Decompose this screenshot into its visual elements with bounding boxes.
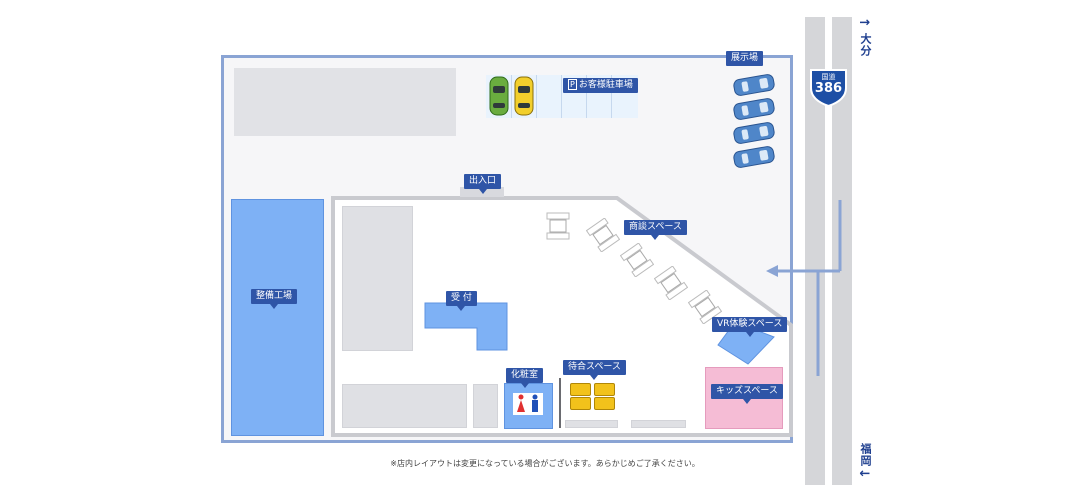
sofa-icon	[594, 383, 615, 396]
interior-room	[342, 384, 467, 428]
waiting-space-label: 待合スペース	[563, 360, 626, 380]
road-median	[825, 17, 832, 485]
north-destination-label: 大分	[859, 33, 872, 57]
showroom-lot-label: 展示場	[726, 51, 764, 66]
restroom-label: 化粧室	[506, 368, 544, 388]
north-arrow-icon: ↑	[856, 17, 871, 29]
route-number: 386	[814, 81, 843, 96]
kids-space-label: キッズスペース	[711, 384, 783, 404]
workshop-label: 整備工場	[251, 289, 298, 309]
partition-wall	[559, 378, 561, 428]
sofa-icon	[570, 397, 591, 410]
counter	[565, 420, 618, 428]
storage-building	[234, 68, 456, 136]
south-destination-label: 福岡	[859, 443, 872, 467]
entrance-label: 出入口	[464, 174, 502, 194]
route-name: 国道	[821, 73, 836, 81]
sofa-icon	[570, 383, 591, 396]
restroom-sign-icon	[513, 393, 543, 415]
interior-room	[473, 384, 498, 428]
counter	[631, 420, 686, 428]
parking-p-icon: P	[568, 79, 577, 90]
workshop-area	[231, 199, 324, 436]
meeting-space-label: 商談スペース	[624, 220, 687, 240]
route-shield-icon: 国道 386	[807, 64, 850, 108]
interior-room	[342, 206, 413, 351]
sofa-icon	[594, 397, 615, 410]
south-arrow-icon: ↓	[856, 468, 871, 480]
customer-parking-text: お客様駐車場	[578, 80, 633, 90]
reception-label: 受 付	[446, 291, 477, 311]
vr-space-label: VR体験スペース	[712, 317, 788, 337]
layout-disclaimer: ※店内レイアウトは変更になっている場合がございます。あらかじめご了承ください。	[390, 459, 700, 468]
parking-dividers	[486, 75, 638, 118]
